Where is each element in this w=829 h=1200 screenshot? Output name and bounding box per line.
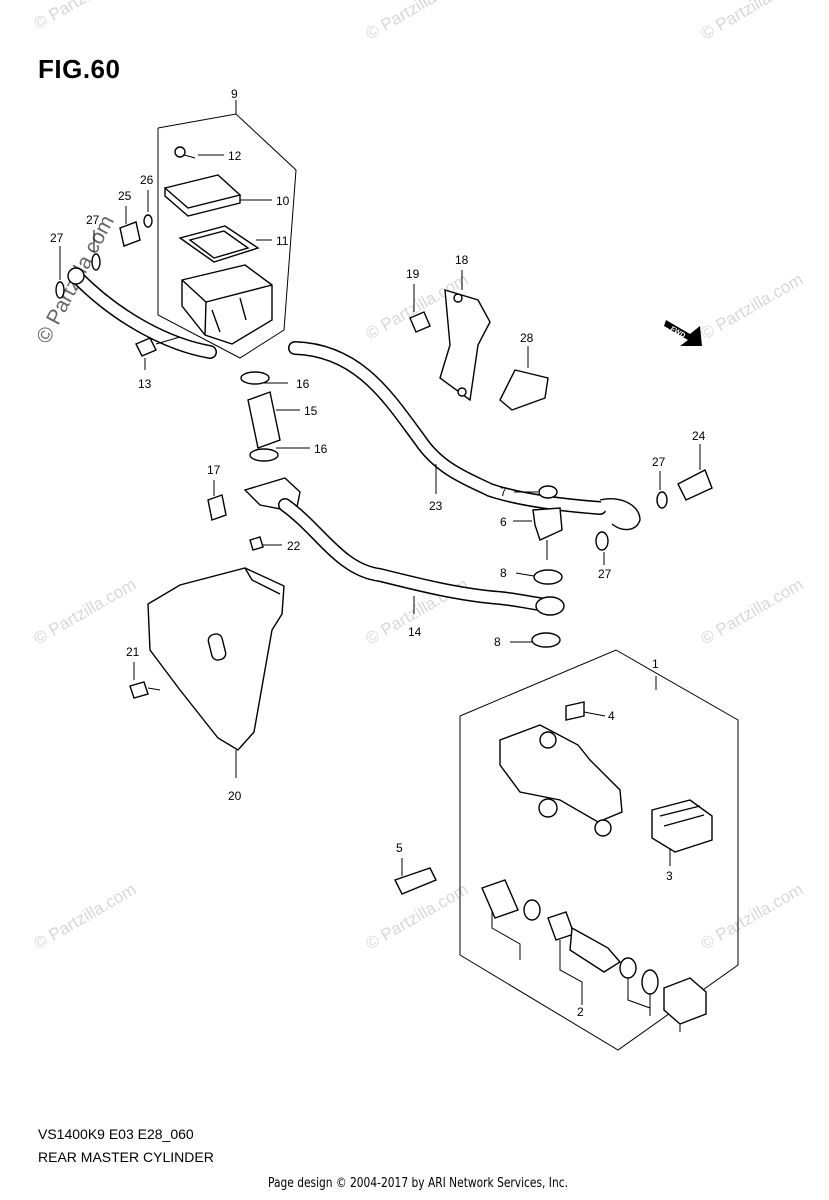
- boot-3: [651, 799, 713, 853]
- brake-hose-14: [278, 498, 562, 613]
- washer-27c: [656, 491, 668, 509]
- callout-18: 18: [455, 253, 469, 267]
- callout-2: 2: [577, 1005, 584, 1019]
- clamp-16a: [240, 371, 270, 385]
- watermark: © Partzilla.com: [31, 575, 140, 649]
- reservoir-cap: [163, 174, 242, 209]
- callouts: 1 2 3 4 5 6 7 8 8 9 10 11 12 13 14 15 16…: [50, 87, 706, 1019]
- bolt-19: [409, 311, 431, 333]
- callout-11: 11: [276, 234, 289, 248]
- callout-12: 12: [228, 149, 242, 163]
- bleeder-6: [532, 507, 563, 541]
- callout-16a: 16: [296, 377, 310, 391]
- watermark: © Partzilla.com: [698, 270, 807, 344]
- callout-3: 3: [666, 869, 673, 883]
- callout-4: 4: [608, 709, 615, 723]
- washer-8a: [533, 569, 563, 585]
- watermark: © Partzilla.com: [31, 880, 140, 954]
- screw-12: [174, 146, 186, 158]
- callout-26: 26: [140, 173, 154, 187]
- figure-title: FIG.60: [38, 54, 121, 84]
- bolt-17: [207, 494, 227, 521]
- reservoir-body: [181, 264, 273, 345]
- callout-13: 13: [138, 377, 152, 391]
- bolt-22: [249, 536, 264, 551]
- union-bolt-24: [677, 469, 713, 501]
- callout-16b: 16: [314, 442, 328, 456]
- bracket-18: [439, 289, 491, 402]
- pushrod-nut: [663, 977, 707, 1025]
- callout-14: 14: [408, 625, 422, 639]
- callout-9: 9: [231, 87, 238, 101]
- cap-7: [538, 485, 558, 499]
- clip-4: [565, 701, 585, 721]
- model-code: VS1400K9 E03 E28_060: [38, 1126, 194, 1142]
- callout-23: 23: [429, 499, 443, 513]
- master-cylinder-body: [499, 724, 623, 823]
- callout-20: 20: [228, 789, 242, 803]
- reservoir-diaphragm: [178, 225, 260, 263]
- callout-7: 7: [500, 485, 507, 499]
- bolt-21: [129, 681, 149, 699]
- diagram-title: REAR MASTER CYLINDER: [38, 1149, 214, 1165]
- callout-27d: 27: [598, 567, 612, 581]
- piston: [569, 926, 622, 973]
- bolt-13: [135, 337, 157, 357]
- callout-8a: 8: [500, 566, 507, 580]
- cap-26: [143, 214, 153, 228]
- hose-15: [247, 391, 281, 449]
- callout-5: 5: [396, 841, 403, 855]
- callout-27b: 27: [50, 231, 64, 245]
- callout-22: 22: [287, 539, 301, 553]
- callout-15: 15: [304, 404, 318, 418]
- callout-24: 24: [692, 429, 706, 443]
- clamp-16b: [249, 448, 279, 462]
- watermark: © Partzilla.com: [31, 0, 140, 33]
- fwd-arrow: FWD: [664, 320, 702, 346]
- callout-1: 1: [652, 657, 659, 671]
- hose-end-fitting: [599, 498, 641, 531]
- callout-27c: 27: [652, 455, 666, 469]
- spring: [481, 879, 519, 919]
- callout-19: 19: [406, 267, 420, 281]
- callout-25: 25: [118, 189, 132, 203]
- callout-8b: 8: [494, 635, 501, 649]
- callout-10: 10: [276, 194, 290, 208]
- callout-21: 21: [126, 645, 140, 659]
- master-cylinder-group-outline: [459, 649, 739, 1051]
- watermark: © Partzilla.com: [698, 0, 807, 43]
- watermark: © Partzilla.com: [698, 880, 807, 954]
- washer-27b: [55, 281, 65, 299]
- washer-27a: [91, 253, 101, 271]
- callout-6: 6: [500, 515, 507, 529]
- callout-17: 17: [207, 463, 221, 477]
- callout-28: 28: [520, 331, 534, 345]
- washer-8b: [531, 632, 561, 648]
- fwd-label: FWD: [669, 326, 686, 340]
- footer-copyright: Page design © 2004-2017 by ARI Network S…: [268, 1176, 568, 1191]
- washer-27d: [595, 531, 609, 551]
- callout-27a: 27: [86, 213, 100, 227]
- watermark: © Partzilla.com: [363, 880, 472, 954]
- bracket-28: [499, 369, 549, 411]
- watermark: © Partzilla.com: [363, 0, 472, 43]
- bolt-5: [394, 867, 437, 895]
- watermark: © Partzilla.com: [698, 575, 807, 649]
- leader-lines: [59, 100, 701, 1005]
- union-bolt-25: [119, 221, 141, 247]
